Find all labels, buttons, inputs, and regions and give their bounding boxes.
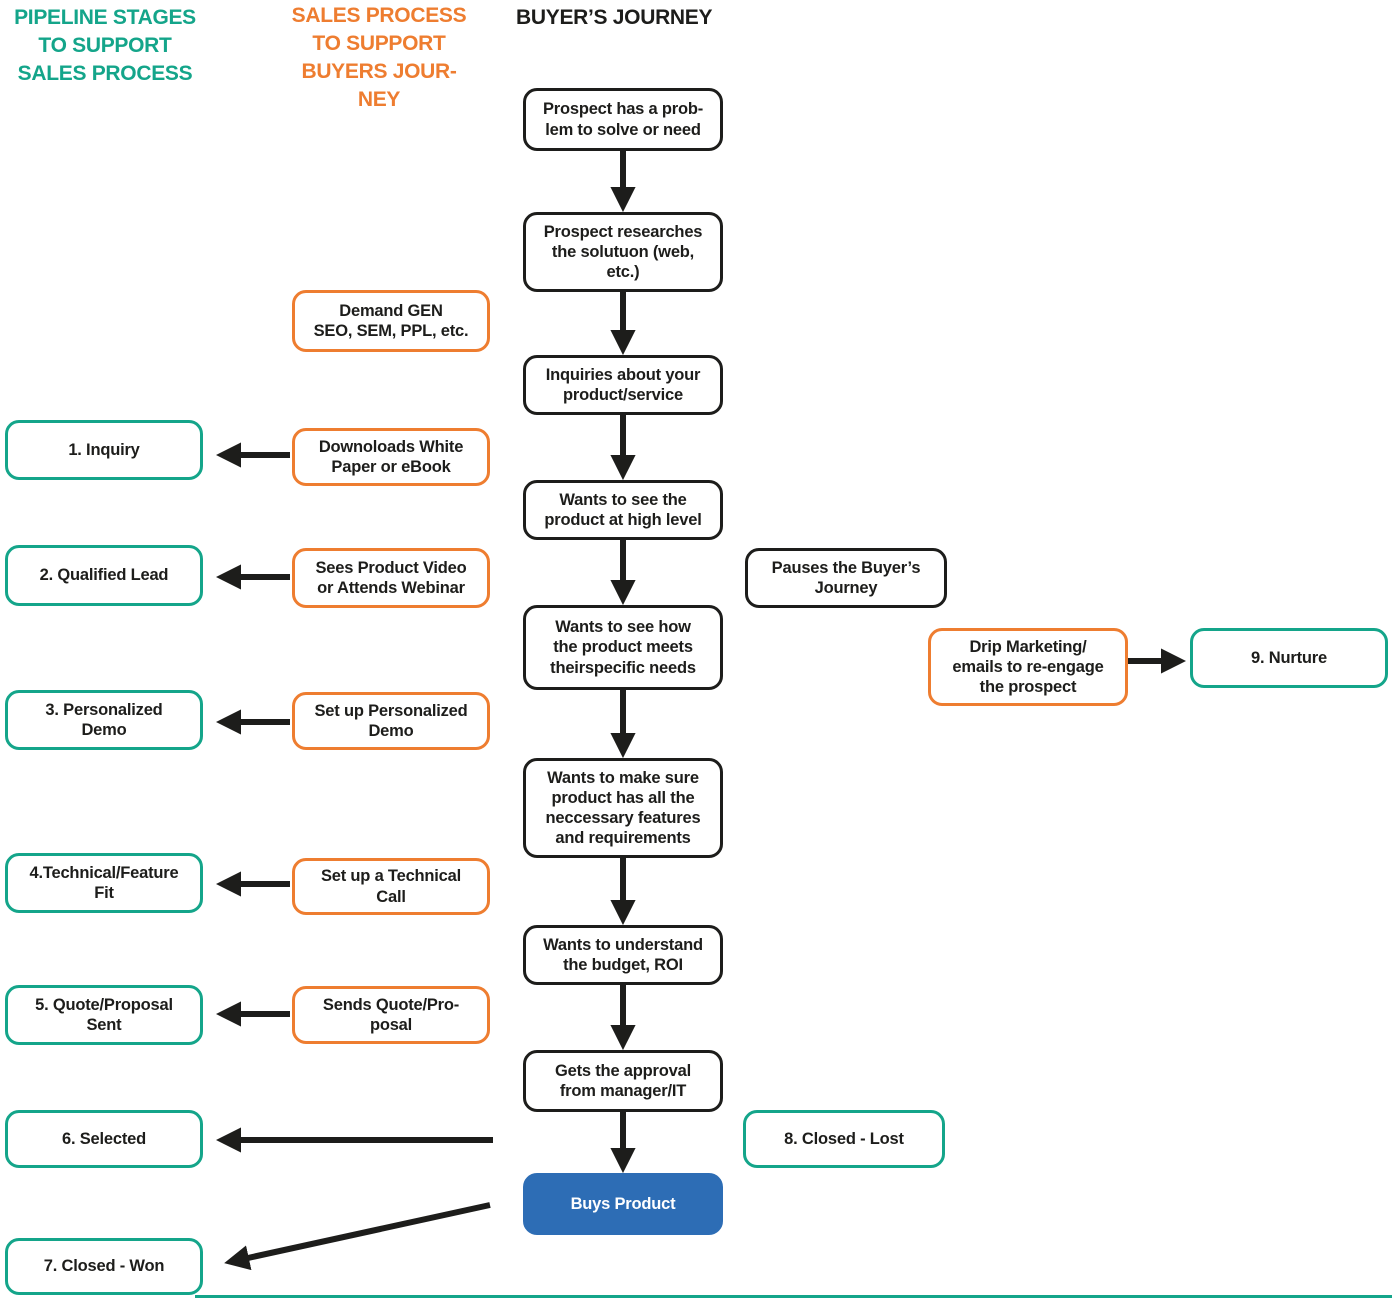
action-technical-call: Set up a Technical Call (292, 858, 490, 915)
journey-step-buys-product: Buys Product (523, 1173, 723, 1235)
stage-9-nurture: 9. Nurture (1190, 628, 1388, 688)
journey-step-specific-needs: Wants to see how the product meets their… (523, 605, 723, 690)
stage-4-technical-fit: 4.Technical/Feature Fit (5, 853, 203, 913)
stage-8-closed-lost: 8. Closed - Lost (743, 1110, 945, 1168)
action-downloads-whitepaper: Downoloads White Paper or eBook (292, 428, 490, 486)
stage-5-quote-sent: 5. Quote/Proposal Sent (5, 985, 203, 1045)
stage-6-selected: 6. Selected (5, 1110, 203, 1168)
stage-2-qualified-lead: 2. Qualified Lead (5, 545, 203, 606)
journey-step-research: Prospect researches the solutuon (web, e… (523, 212, 723, 292)
pipeline-stages-header: PIPELINE STAGES TO SUPPORT SALES PROCESS (14, 6, 196, 85)
action-demand-gen: Demand GEN SEO, SEM, PPL, etc. (292, 290, 490, 352)
journey-step-budget-roi: Wants to understand the budget, ROI (523, 925, 723, 985)
stage-1-inquiry: 1. Inquiry (5, 420, 203, 480)
journey-pause-box: Pauses the Buyer’s Journey (745, 548, 947, 608)
stage-3-personalized-demo: 3. Personalized Demo (5, 690, 203, 750)
journey-step-approval: Gets the approval from manager/IT (523, 1050, 723, 1112)
bottom-divider-line (195, 1295, 1392, 1298)
journey-step-high-level: Wants to see the product at high level (523, 480, 723, 540)
journey-step-problem: Prospect has a prob- lem to solve or nee… (523, 88, 723, 151)
stage-7-closed-won: 7. Closed - Won (5, 1238, 203, 1295)
action-drip-marketing: Drip Marketing/ emails to re-engage the … (928, 628, 1128, 706)
journey-step-inquiries: Inquiries about your product/service (523, 355, 723, 415)
arrow-to-closed-won (224, 1202, 491, 1271)
action-sends-quote: Sends Quote/Pro- posal (292, 986, 490, 1044)
sales-process-header: SALES PROCESS TO SUPPORT BUYERS JOUR- NE… (291, 4, 467, 111)
action-personalized-demo: Set up Personalized Demo (292, 692, 490, 750)
buyers-journey-header: BUYER’S JOURNEY (516, 6, 713, 29)
action-product-video: Sees Product Video or Attends Webinar (292, 548, 490, 608)
journey-step-features: Wants to make sure product has all the n… (523, 758, 723, 858)
